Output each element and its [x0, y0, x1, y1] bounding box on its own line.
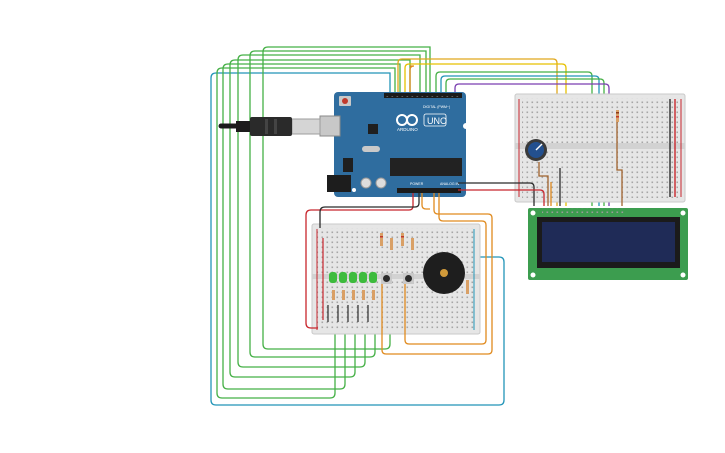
- led-ground-wires: [327, 305, 369, 322]
- wire-green-top-2: [445, 78, 605, 206]
- wire-green-6: [262, 46, 431, 350]
- wire-orange-1: [381, 193, 493, 355]
- wire-black-gnd: [319, 193, 420, 228]
- analog-label: ANALOG IN: [440, 182, 460, 186]
- wire-red-power: [305, 193, 414, 329]
- wire-purple: [454, 83, 610, 206]
- wire-green-3: [229, 59, 411, 378]
- wire-green-5: [249, 50, 427, 358]
- power-label: POWER: [410, 182, 424, 186]
- wire-teal: [210, 72, 505, 406]
- wire-yellow-2: [404, 63, 567, 206]
- digital-pins-label: DIGITAL (PWM~): [423, 105, 450, 109]
- breadboard-bottom: [311, 223, 481, 335]
- wire-black-right: [458, 182, 535, 206]
- wire-green-top-1: [435, 71, 593, 206]
- arduino-uno-board: ARDUINO UNO DIGITAL (PWM~) POWER ANALOG …: [319, 92, 469, 197]
- wire-bundle: [210, 46, 505, 406]
- wire-bundle-top: [397, 58, 610, 206]
- wire-yellow-1: [397, 58, 558, 206]
- led-icon: [329, 272, 377, 283]
- wire-green-1: [216, 67, 396, 399]
- arduino-brand: ARDUINO: [397, 127, 418, 132]
- resistor-icon: [380, 233, 469, 294]
- resistor-icon: [332, 290, 375, 300]
- buzzer-icon: [423, 252, 465, 294]
- wire-orange-short: [421, 193, 430, 210]
- wire-bundle-right: [538, 122, 623, 206]
- wire-orange-2: [404, 193, 487, 345]
- breadboard-right: [514, 93, 686, 203]
- arduino-model: UNO: [427, 116, 447, 126]
- lcd-display-icon: [528, 208, 688, 280]
- wire-green-4: [237, 54, 421, 368]
- pushbutton-icon: [381, 273, 414, 284]
- potentiometer-icon: [525, 139, 547, 161]
- wire-red-right: [458, 189, 545, 206]
- wire-green-2: [222, 63, 401, 390]
- usb-cable-icon: [218, 117, 321, 136]
- wire-bundle-bottom: [305, 182, 545, 355]
- resistor-icon: [616, 110, 619, 122]
- wire-orange-top: [409, 65, 415, 92]
- arduino-logo-icon: [396, 114, 418, 126]
